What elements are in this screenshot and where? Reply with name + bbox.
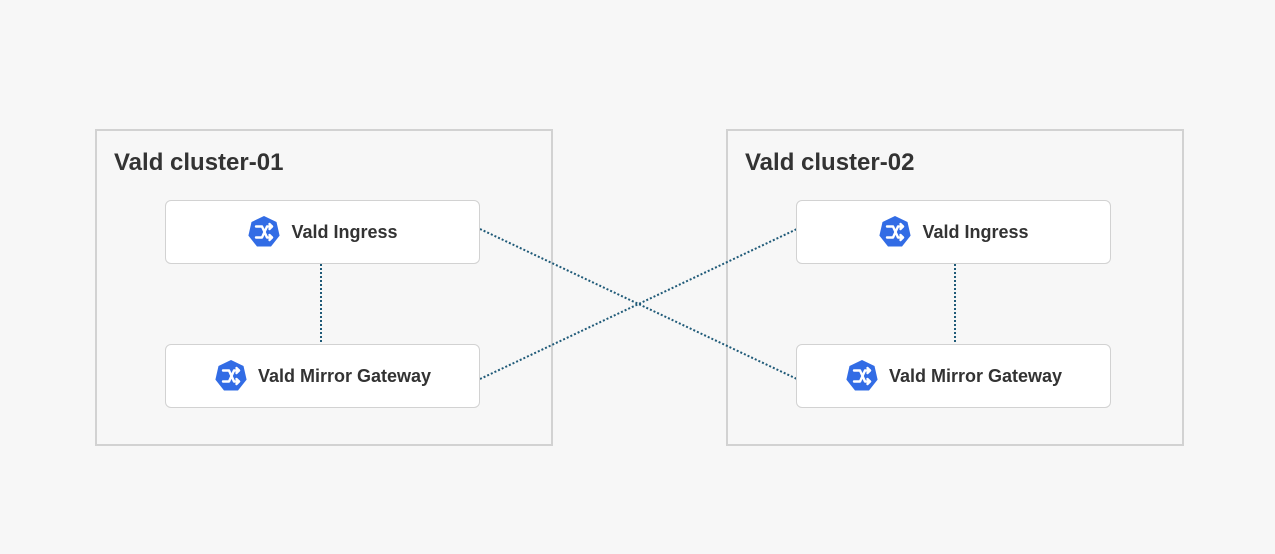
- node-label: Vald Mirror Gateway: [888, 365, 1063, 386]
- c1-mirror-gateway-node[interactable]: Vald Mirror Gateway: [165, 344, 480, 408]
- node-label: Vald Ingress: [922, 221, 1029, 242]
- shuffle-heptagon-icon: [248, 216, 281, 247]
- node-label: Vald Ingress: [291, 221, 398, 242]
- cluster-02-title: Vald cluster-02: [745, 149, 915, 176]
- c2-mirror-gateway-node[interactable]: Vald Mirror Gateway: [796, 344, 1111, 408]
- node-label: Vald Mirror Gateway: [257, 365, 432, 386]
- cluster-01-title: Vald cluster-01: [114, 149, 284, 176]
- c1-ingress-node[interactable]: Vald Ingress: [165, 200, 480, 264]
- shuffle-heptagon-icon: [215, 360, 247, 391]
- shuffle-heptagon-icon: [879, 216, 912, 247]
- shuffle-heptagon-icon: [846, 360, 878, 391]
- c2-ingress-node[interactable]: Vald Ingress: [796, 200, 1111, 264]
